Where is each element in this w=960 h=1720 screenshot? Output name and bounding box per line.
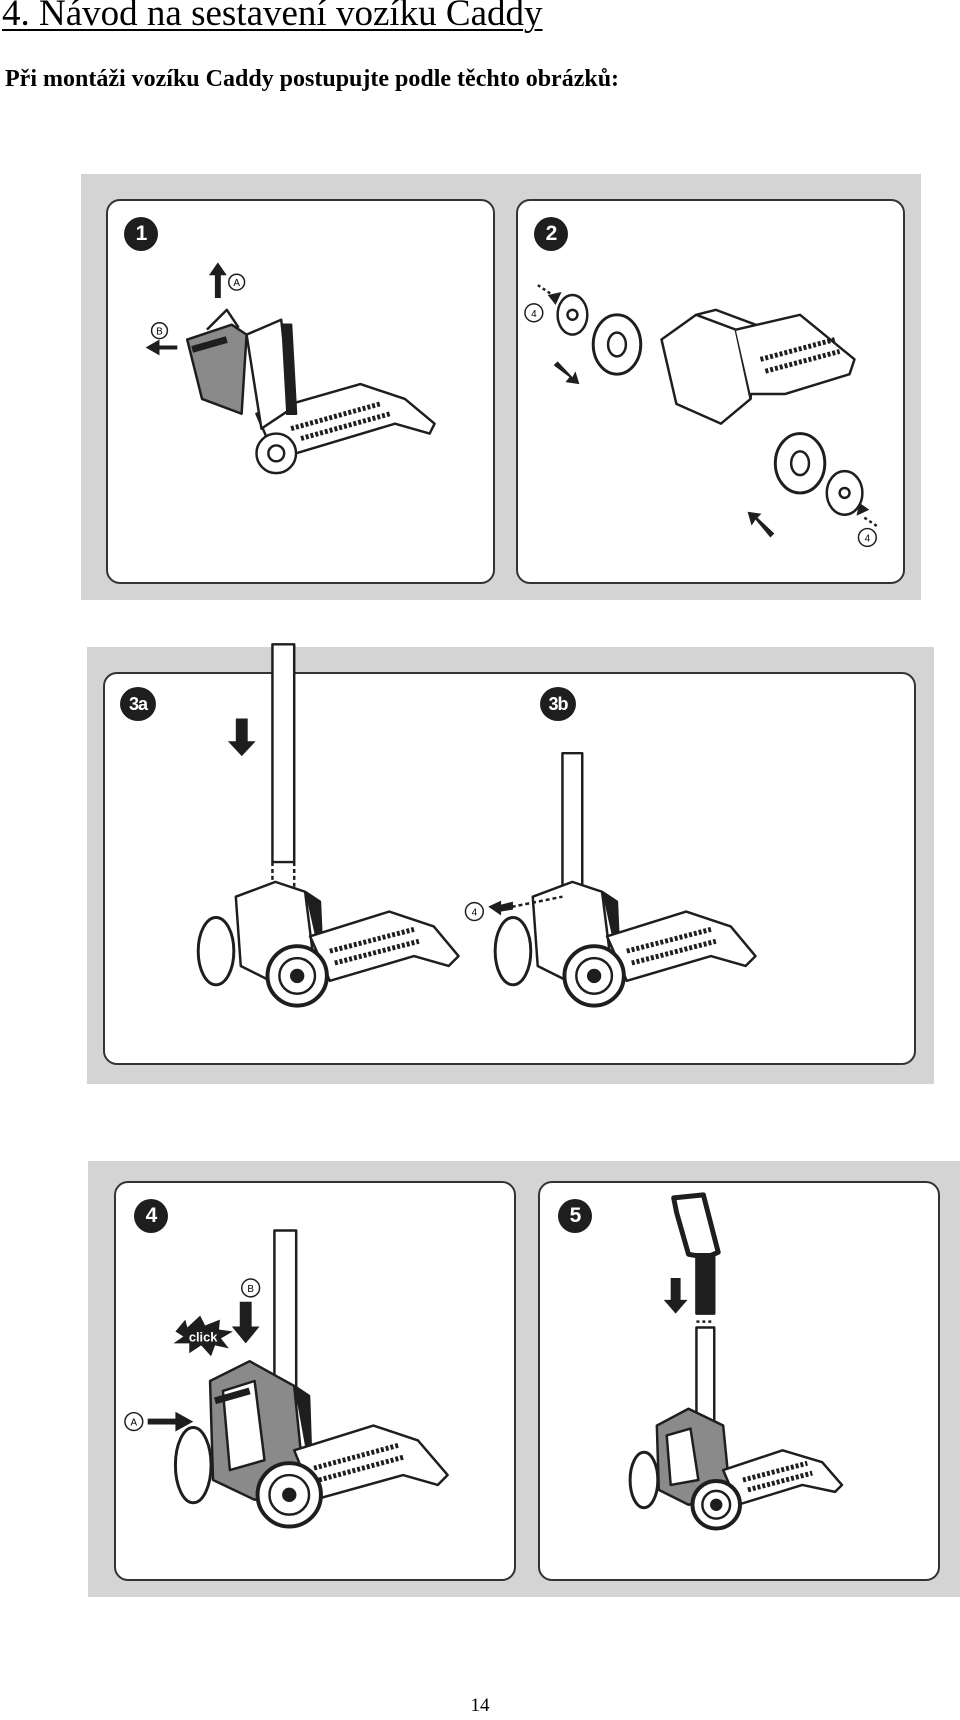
down-arrow-icon (227, 718, 256, 757)
down-arrow-icon (663, 1278, 688, 1314)
step-1-callout-b: B (156, 327, 163, 338)
right-arrow-icon (488, 900, 513, 916)
down-arrow-icon (553, 361, 580, 385)
step-5-illustration (628, 1192, 844, 1531)
page-number: 14 (470, 1695, 490, 1716)
figure-row-2: 3a 3b (87, 643, 934, 1084)
step-2-panel: 2 (516, 199, 905, 584)
step-3b-badge: 3b (540, 687, 576, 721)
step-2-illustration: 4 4 (524, 284, 880, 548)
step-5-panel: 5 (538, 1181, 940, 1581)
step-2-callout-4a: 4 (531, 309, 537, 320)
step-4-panel: 4 click B A (114, 1181, 516, 1581)
step-4-callout-a: A (131, 1418, 138, 1429)
step-4-badge: 4 (134, 1199, 168, 1233)
up-arrow-icon (208, 262, 227, 298)
step-3a-badge: 3a (120, 687, 156, 721)
step-2-callout-4b: 4 (865, 533, 871, 544)
step-3b-callout-4: 4 (472, 908, 478, 919)
step-2-badge: 2 (534, 217, 568, 251)
click-burst-icon (173, 1315, 233, 1357)
right-arrow-icon (147, 1411, 194, 1432)
step-1-panel: 1 A (106, 199, 495, 584)
step-1-callout-a: A (233, 278, 240, 289)
intro-text: Při montáži vozíku Caddy postupujte podl… (5, 66, 620, 92)
figure-row-1: 1 A (81, 174, 921, 600)
step-4-callout-b: B (247, 1284, 254, 1295)
step-4-illustration: click B A (124, 1229, 449, 1529)
down-arrow-icon (231, 1301, 260, 1344)
step-1-illustration: A B (145, 262, 436, 475)
step-1-badge: 1 (124, 217, 158, 251)
step-3-illustration: 4 (196, 643, 757, 1008)
step-3-panel: 3a 3b (103, 643, 916, 1065)
page-heading: 4. Návod na sestavení vozíku Caddy (2, 0, 543, 34)
figure-row-3: 4 click B A 5 (88, 1161, 960, 1597)
click-label: click (189, 1329, 218, 1344)
step-5-badge: 5 (558, 1199, 592, 1233)
left-arrow-icon (145, 339, 178, 356)
up-arrow-icon (747, 511, 775, 538)
